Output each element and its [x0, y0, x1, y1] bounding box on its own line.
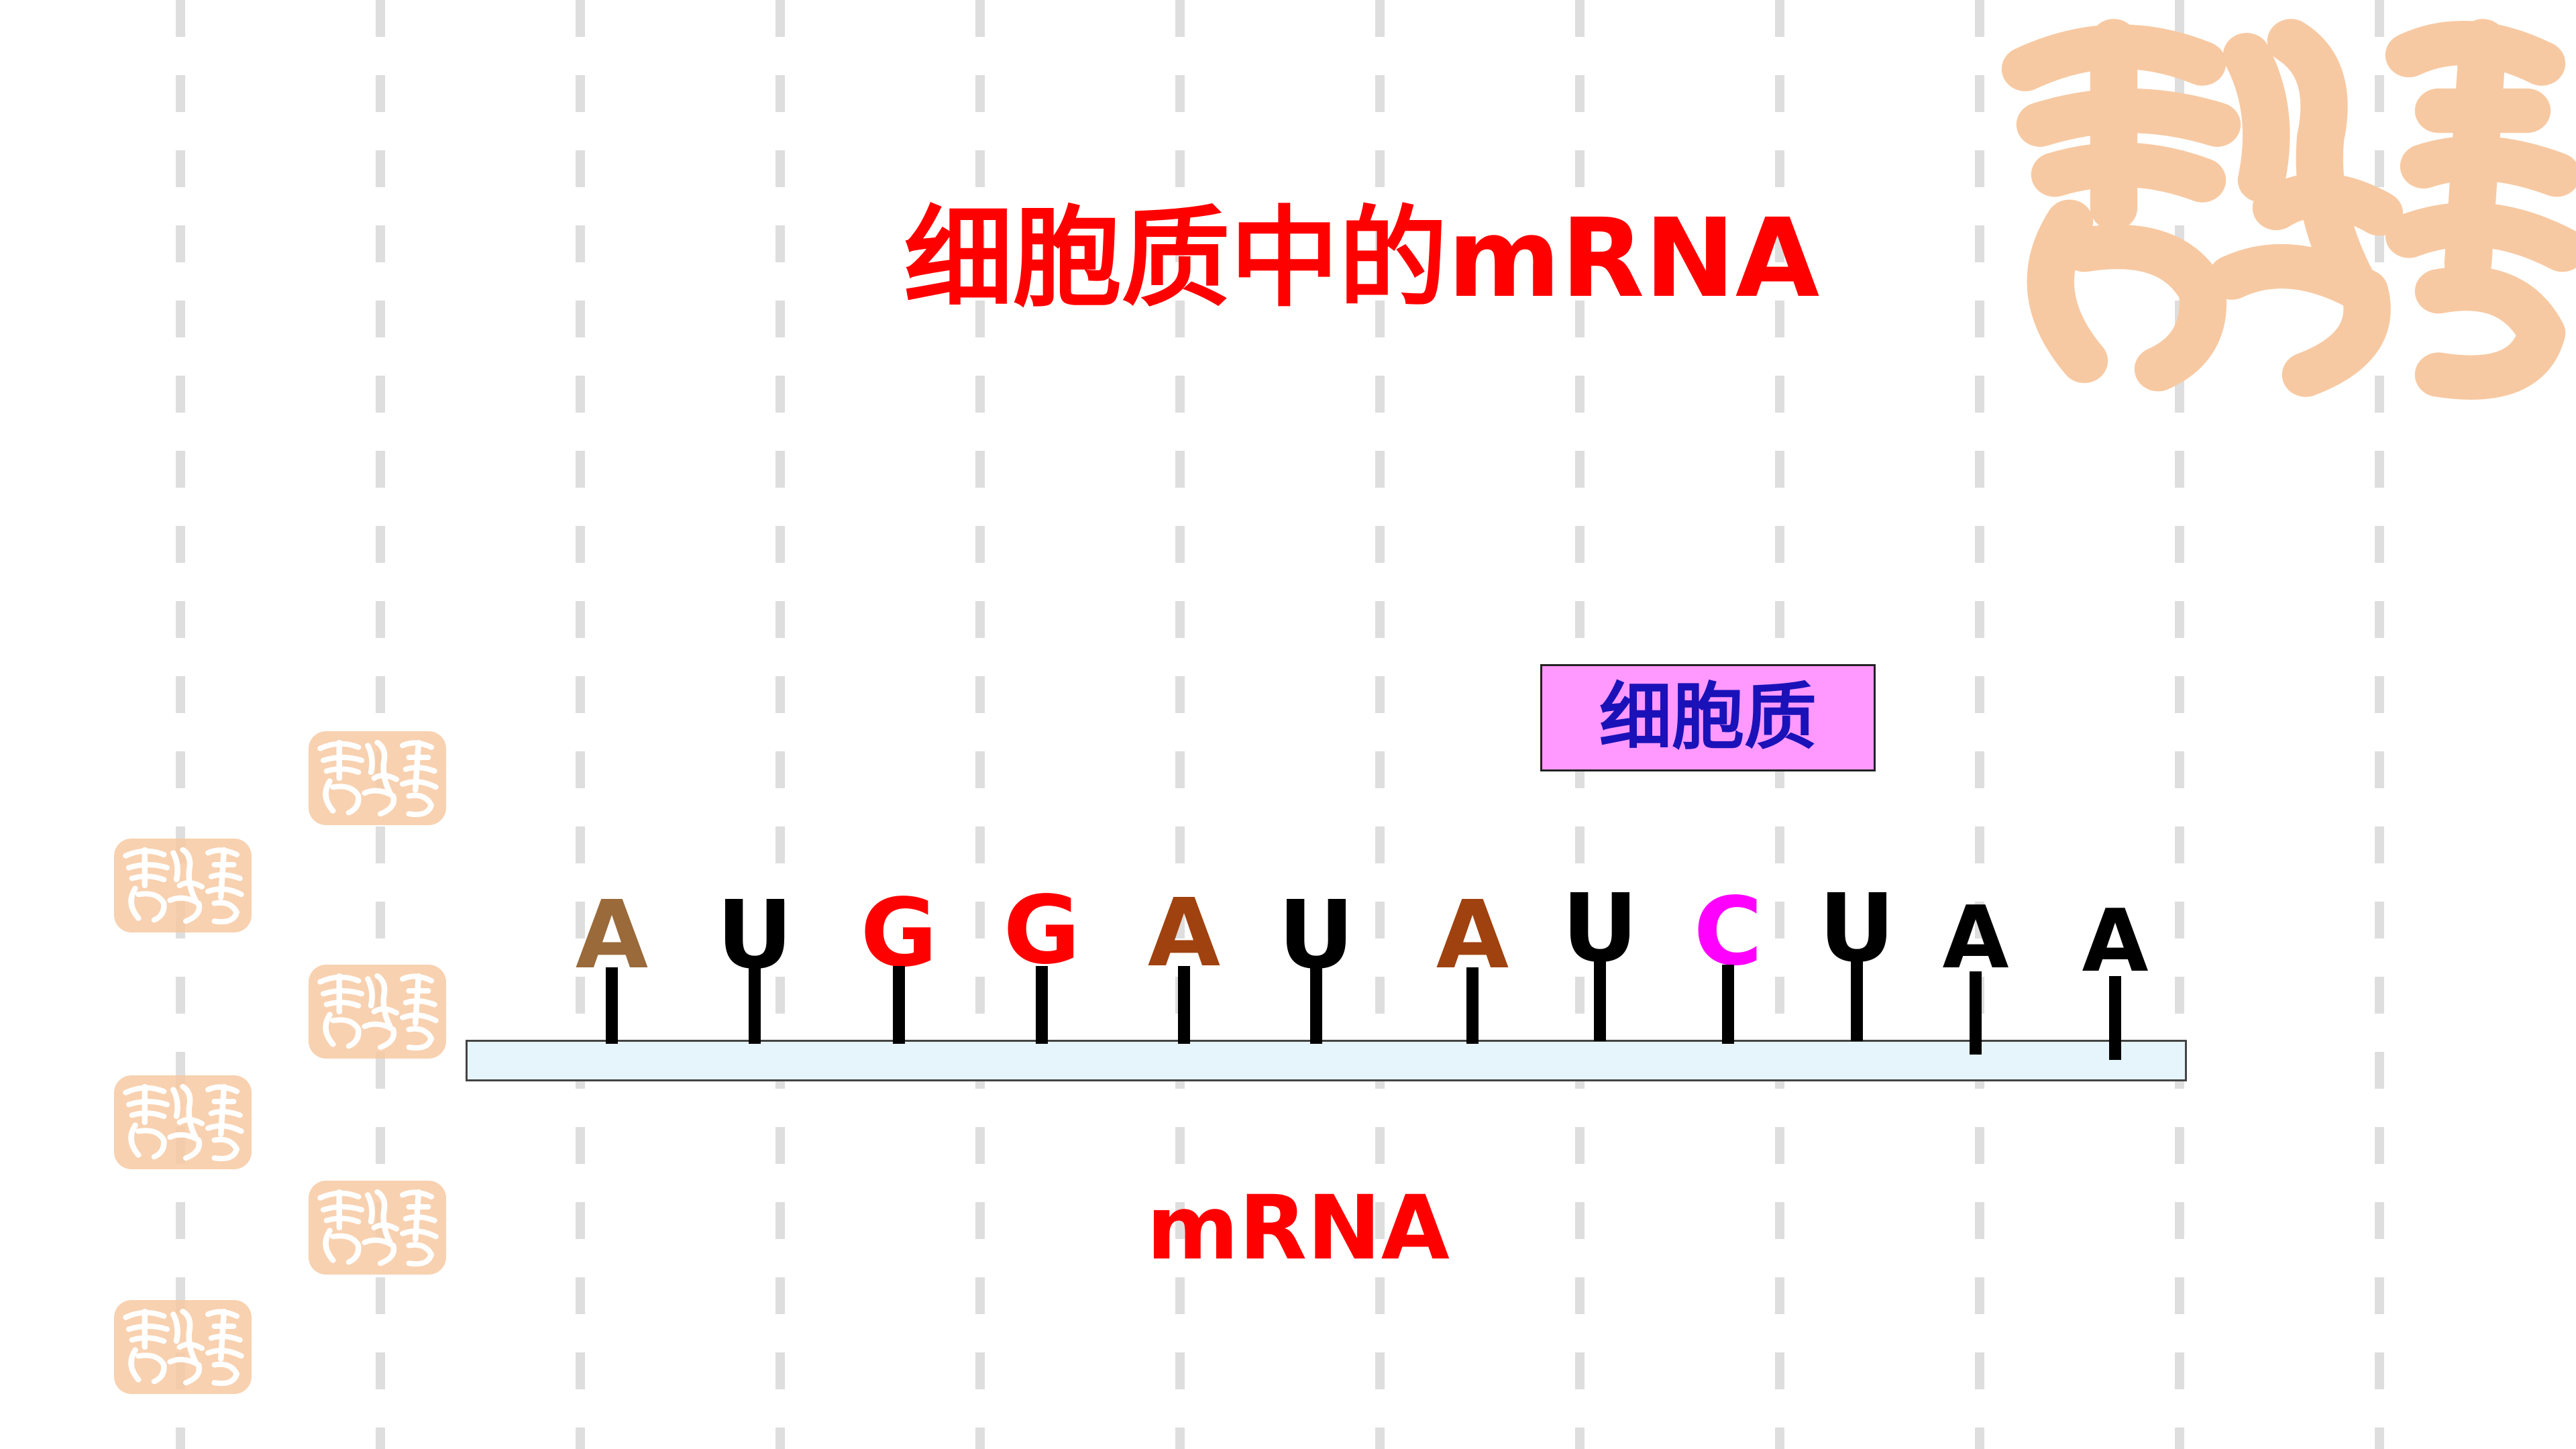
nucleotide-label: U — [1819, 874, 1895, 983]
background-stripe — [376, 0, 385, 1449]
nucleotide-connector — [2109, 976, 2121, 1060]
nucleotide-label: A — [1942, 888, 2009, 988]
nucleotide-connector — [1036, 966, 1048, 1044]
nucleotide-label: G — [1003, 876, 1081, 985]
background-stripe — [1375, 0, 1385, 1449]
nucleotide-label: A — [1436, 881, 1509, 990]
nucleotide-connector — [1594, 961, 1606, 1041]
background-stripe — [576, 0, 585, 1449]
nucleotide-connector — [1466, 967, 1479, 1044]
nucleotide-label: G — [860, 879, 938, 988]
nucleotide-label: U — [716, 881, 793, 990]
nucleotide-label: A — [575, 881, 649, 990]
nucleotide-label: U — [1562, 874, 1638, 983]
background-stripe — [1175, 0, 1185, 1449]
strand-label: mRNA — [1146, 1177, 1450, 1280]
nucleotide-label: A — [2082, 892, 2149, 991]
background-stripe — [775, 0, 785, 1449]
region-label-box: 细胞质 — [1540, 664, 1876, 771]
nucleotide-connector — [1310, 967, 1322, 1044]
nucleotide-connector — [893, 966, 905, 1044]
nucleotide-connector — [1178, 966, 1190, 1044]
nucleotide-connector — [1970, 971, 1982, 1055]
nucleotide-label: A — [1147, 879, 1221, 988]
region-label: 细胞质 — [1599, 676, 1817, 759]
nucleotide-label: U — [1278, 881, 1354, 990]
nucleotide-label: C — [1693, 877, 1763, 987]
nucleotide-connector — [606, 967, 618, 1044]
background-stripe — [1975, 0, 1984, 1449]
mrna-strand — [466, 1040, 2187, 1081]
slide-title: 细胞质中的mRNA — [904, 196, 1820, 322]
nucleotide-connector — [1851, 961, 1863, 1041]
nucleotide-connector — [749, 967, 761, 1044]
background-stripe — [975, 0, 985, 1449]
nucleotide-connector — [1722, 965, 1734, 1044]
